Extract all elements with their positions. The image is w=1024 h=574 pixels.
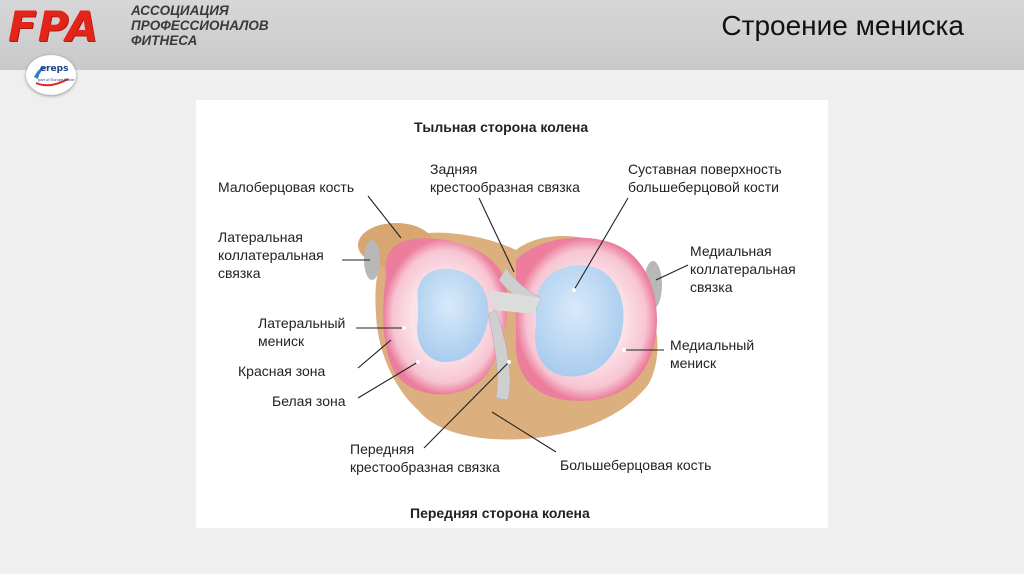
label-mcl-line-1: Медиальная (690, 243, 772, 259)
label-medial-meniscus-line-2: мениск (670, 355, 717, 371)
leader-dots (402, 288, 626, 364)
anterior-side-label: Передняя сторона колена (410, 505, 590, 521)
lateral-collateral-ligament-shape (364, 240, 380, 280)
label-lateral-meniscus-line-1: Латеральный (258, 315, 346, 331)
ereps-badge: ereps part of EuropeActive (26, 55, 76, 95)
page-title: Строение мениска (721, 10, 964, 41)
org-line-3: ФИТНЕСА (131, 33, 198, 48)
badge-name: ereps (40, 64, 69, 74)
meniscus-diagram-panel: Тыльная сторона колена Передняя сторона … (196, 100, 828, 528)
header-bar: FPA АССОЦИАЦИЯ ПРОФЕССИОНАЛОВ ФИТНЕСА Ст… (0, 0, 1024, 70)
label-fibula: Малоберцовая кость (218, 179, 355, 195)
ereps-swoosh-icon (34, 66, 69, 87)
label-acl-line-2: крестообразная связка (350, 459, 500, 475)
lateral-cartilage (417, 268, 489, 362)
label-lcl-line-3: связка (218, 265, 261, 281)
label-pcl-line-2: крестообразная связка (430, 179, 580, 195)
label-mcl-line-2: коллатеральная (690, 261, 796, 277)
label-lateral-meniscus-line-2: мениск (258, 333, 305, 349)
badge-subtitle: part of EuropeActive (38, 77, 75, 82)
label-tibial-surface-line-1: Суставная поверхность (628, 161, 782, 177)
label-white-zone: Белая зона (272, 393, 346, 409)
label-lcl-line-2: коллатеральная (218, 247, 324, 263)
label-red-zone: Красная зона (238, 363, 326, 379)
org-line-1: АССОЦИАЦИЯ (131, 3, 229, 18)
organization-name: АССОЦИАЦИЯ ПРОФЕССИОНАЛОВ ФИТНЕСА (131, 3, 269, 48)
fpa-logo: FPA (8, 2, 100, 51)
label-tibial-surface-line-2: большеберцовой кости (628, 179, 779, 195)
knee-meniscus-illustration (342, 195, 689, 453)
label-tibia: Большеберцовая кость (560, 457, 712, 473)
leader-lines (342, 195, 689, 453)
label-mcl-line-3: связка (690, 279, 733, 295)
medial-cartilage (535, 265, 624, 377)
intercondylar-tissue (488, 290, 541, 314)
label-medial-meniscus-line-1: Медиальный (670, 337, 755, 353)
label-acl-line-1: Передняя (350, 441, 415, 457)
label-pcl-line-1: Задняя (430, 161, 478, 177)
org-line-2: ПРОФЕССИОНАЛОВ (131, 18, 269, 33)
posterior-side-label: Тыльная сторона колена (414, 119, 589, 135)
label-lcl-line-1: Латеральная (218, 229, 303, 245)
anterior-cruciate-ligament (487, 309, 511, 401)
